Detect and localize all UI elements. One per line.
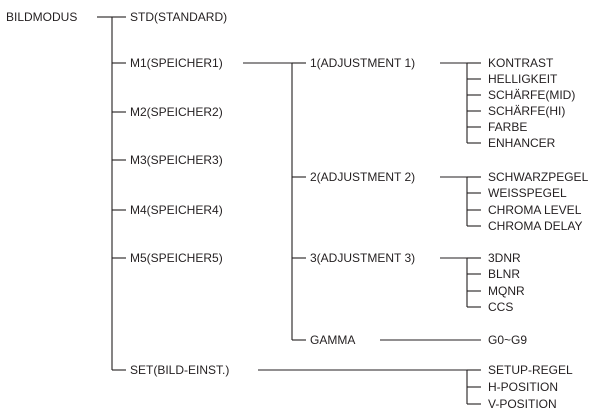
- mode-node-m3: M3(SPEICHER3): [130, 153, 223, 167]
- leaf-node-ccs: CCS: [488, 300, 513, 314]
- leaf-node-schwarzpegel: SCHWARZPEGEL: [488, 170, 589, 184]
- leaf-node-mqnr: MQNR: [488, 284, 525, 298]
- adjustment-node-gamma: GAMMA: [310, 333, 355, 347]
- leaf-node-schaerfe-mid: SCHÄRFE(MID): [488, 88, 575, 102]
- adjustment-node-2: 2(ADJUSTMENT 2): [310, 170, 415, 184]
- adjustment-node-3: 3(ADJUSTMENT 3): [310, 251, 415, 265]
- leaf-node-setup-regel: SETUP-REGEL: [488, 363, 573, 377]
- leaf-node-3dnr: 3DNR: [488, 251, 521, 265]
- mode-node-set: SET(BILD-EINST.): [130, 363, 229, 377]
- adjustment-node-1: 1(ADJUSTMENT 1): [310, 56, 415, 70]
- leaf-node-blnr: BLNR: [488, 267, 520, 281]
- leaf-node-h-position: H-POSITION: [488, 380, 558, 394]
- leaf-node-v-position: V-POSITION: [488, 397, 557, 411]
- leaf-node-enhancer: ENHANCER: [488, 136, 556, 150]
- connector-lines: [97, 16, 481, 405]
- leaf-node-chroma-level: CHROMA LEVEL: [488, 203, 582, 217]
- mode-node-m1: M1(SPEICHER1): [130, 56, 223, 70]
- leaf-node-chroma-delay: CHROMA DELAY: [488, 219, 582, 233]
- leaf-node-schaerfe-hi: SCHÄRFE(HI): [488, 104, 565, 118]
- leaf-node-farbe: FARBE: [488, 120, 527, 134]
- root-node-bildmodus: BILDMODUS: [6, 10, 77, 24]
- leaf-node-helligkeit: HELLIGKEIT: [488, 72, 558, 86]
- leaf-node-gamma-range: G0~G9: [488, 333, 527, 347]
- leaf-node-kontrast: KONTRAST: [488, 56, 554, 70]
- node-labels: BILDMODUS STD(STANDARD) M1(SPEICHER1) M2…: [6, 10, 589, 411]
- mode-node-m5: M5(SPEICHER5): [130, 251, 223, 265]
- mode-node-m2: M2(SPEICHER2): [130, 105, 223, 119]
- leaf-node-weisspegel: WEISSPEGEL: [488, 186, 567, 200]
- mode-node-m4: M4(SPEICHER4): [130, 203, 223, 217]
- mode-node-std: STD(STANDARD): [130, 10, 227, 24]
